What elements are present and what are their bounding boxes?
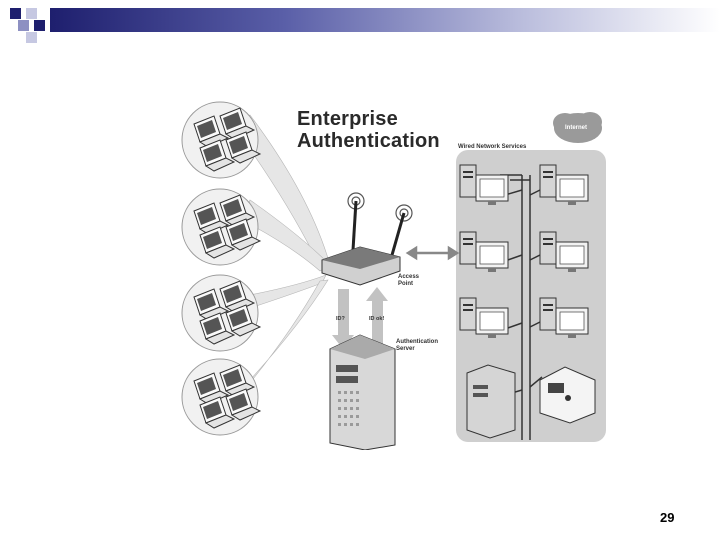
laptop-group-3 bbox=[182, 275, 260, 351]
network-lines bbox=[487, 174, 551, 440]
page-number: 29 bbox=[660, 510, 675, 525]
diagram-title: Enterprise Authentication bbox=[297, 108, 440, 152]
laptop-group-4 bbox=[182, 359, 260, 435]
access-point-label-line2: Point bbox=[398, 281, 413, 287]
id-query-label: ID? bbox=[336, 316, 345, 322]
ap-network-arrow bbox=[405, 245, 460, 261]
auth-arrows bbox=[332, 287, 388, 349]
printer-icon bbox=[539, 366, 596, 424]
access-point-label: Access Point bbox=[398, 274, 419, 288]
title-line-2: Authentication bbox=[297, 130, 440, 152]
auth-server-label: Authentication Server bbox=[396, 339, 438, 353]
internet-label: Internet bbox=[565, 125, 588, 131]
access-point-label-line1: Access bbox=[398, 274, 420, 280]
network-server-tower bbox=[466, 364, 516, 439]
authentication-server-icon bbox=[329, 334, 396, 450]
laptop-group-2 bbox=[182, 189, 260, 265]
auth-server-label-line1: Authentication bbox=[396, 339, 438, 345]
access-point-icon bbox=[321, 192, 413, 286]
laptop-group-1 bbox=[182, 102, 260, 178]
header-gradient-bar bbox=[50, 8, 720, 32]
enterprise-auth-diagram bbox=[170, 95, 606, 450]
title-line-1: Enterprise bbox=[297, 108, 398, 130]
id-ok-label: ID ok! bbox=[369, 316, 385, 322]
auth-server-label-line2: Server bbox=[396, 346, 415, 352]
internet-cloud-icon bbox=[553, 112, 602, 143]
wired-network-label: Wired Network Services bbox=[458, 144, 527, 150]
header-squares bbox=[10, 8, 45, 43]
